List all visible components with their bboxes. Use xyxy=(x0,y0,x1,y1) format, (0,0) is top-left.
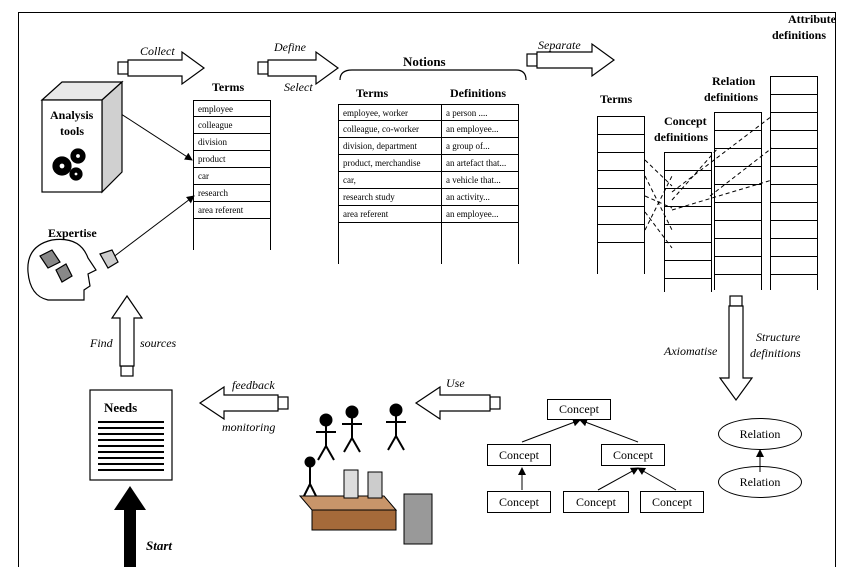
concept-definitions-stack xyxy=(664,152,712,292)
start-arrow xyxy=(114,486,146,567)
notion-definition-row: a person .... xyxy=(442,104,518,121)
notions-definitions-table: a person .... an employee... a group of.… xyxy=(441,104,519,264)
concept-right-box: Concept xyxy=(601,444,665,466)
use-arrow xyxy=(414,385,501,421)
concept-left-box: Concept xyxy=(487,444,551,466)
analysis-tools-box xyxy=(40,80,124,194)
notions-terms-table: employee, worker colleague, co-worker di… xyxy=(338,104,442,264)
concept-definitions-label-2: definitions xyxy=(654,130,709,144)
structure-definitions-label: definitions xyxy=(750,346,801,360)
notion-definition-row: an artefact that... xyxy=(442,155,518,172)
users-clipart-icon xyxy=(298,403,433,545)
definitions-header: Definitions xyxy=(450,86,507,100)
attribute-definitions-label-1: Attribute xyxy=(788,12,836,26)
notion-term-row: area referent xyxy=(339,206,441,223)
define-arrow xyxy=(257,50,340,86)
attribute-definitions-stack xyxy=(770,76,818,290)
separate-label: Separate xyxy=(538,38,581,52)
notion-definition-row: a group of... xyxy=(442,138,518,155)
concept-tree-lines xyxy=(518,418,764,491)
analysis-tools-label-2: tools xyxy=(60,124,84,138)
relation-definitions-label-1: Relation xyxy=(712,74,756,88)
needs-label: Needs xyxy=(104,400,138,415)
feedback-arrow xyxy=(198,385,289,421)
sources-label: sources xyxy=(140,336,177,350)
define-label: Define xyxy=(274,40,306,54)
terms-header-3: Terms xyxy=(600,92,633,106)
concept-right-child-box-1: Concept xyxy=(563,491,629,513)
terms-row: area referent xyxy=(194,202,270,219)
notions-brace xyxy=(339,69,527,81)
terms-row: car xyxy=(194,168,270,185)
notion-term-row: research study xyxy=(339,189,441,206)
concept-left-child-box: Concept xyxy=(487,491,551,513)
structure-label: Structure xyxy=(756,330,801,344)
terms-stack xyxy=(597,116,645,274)
collect-label: Collect xyxy=(140,44,175,58)
terms-table: employee colleague division product car … xyxy=(193,100,271,250)
use-label: Use xyxy=(446,376,465,390)
concept-root-box: Concept xyxy=(547,399,611,420)
needs-document-icon xyxy=(89,389,173,481)
monitoring-label: monitoring xyxy=(222,420,276,434)
expertise-head-icon xyxy=(27,238,119,301)
terms-row: product xyxy=(194,151,270,168)
notion-term-row: employee, worker xyxy=(339,104,441,121)
feedback-label: feedback xyxy=(232,378,275,392)
terms-row: colleague xyxy=(194,117,270,134)
attribute-definitions-label-2: definitions xyxy=(772,28,827,42)
axiomatise-label: Axiomatise xyxy=(664,344,718,358)
concept-right-child-box-2: Concept xyxy=(640,491,704,513)
terms-row: division xyxy=(194,134,270,151)
notions-label: Notions xyxy=(403,54,446,69)
notion-term-row: car, xyxy=(339,172,441,189)
notion-term-row: division, department xyxy=(339,138,441,155)
find-label: Find xyxy=(90,336,113,350)
concept-definitions-label-1: Concept xyxy=(664,114,707,128)
expertise-label: Expertise xyxy=(48,226,97,240)
notion-definition-row: a vehicle that... xyxy=(442,172,518,189)
relation-bottom-ellipse: Relation xyxy=(718,466,802,498)
terms-row: employee xyxy=(194,100,270,117)
relation-top-ellipse: Relation xyxy=(718,418,802,450)
analysis-tools-label-1: Analysis xyxy=(50,108,94,122)
select-label: Select xyxy=(284,80,313,94)
notion-term-row: product, merchandise xyxy=(339,155,441,172)
axiomatise-arrow xyxy=(718,295,754,402)
diagram-frame xyxy=(18,12,836,567)
start-label: Start xyxy=(146,538,173,553)
find-sources-arrow xyxy=(110,294,144,377)
terms-header-2: Terms xyxy=(356,86,389,100)
terms-row: research xyxy=(194,185,270,202)
notion-definition-row: an employee... xyxy=(442,121,518,138)
notion-definition-row: an activity... xyxy=(442,189,518,206)
notion-definition-row: an employee... xyxy=(442,206,518,223)
relation-definitions-stack xyxy=(714,112,762,290)
relation-definitions-label-2: definitions xyxy=(704,90,759,104)
terms-header-1: Terms xyxy=(212,80,245,94)
collect-arrow xyxy=(117,50,206,86)
notion-term-row: colleague, co-worker xyxy=(339,121,441,138)
separate-arrow xyxy=(526,42,616,78)
